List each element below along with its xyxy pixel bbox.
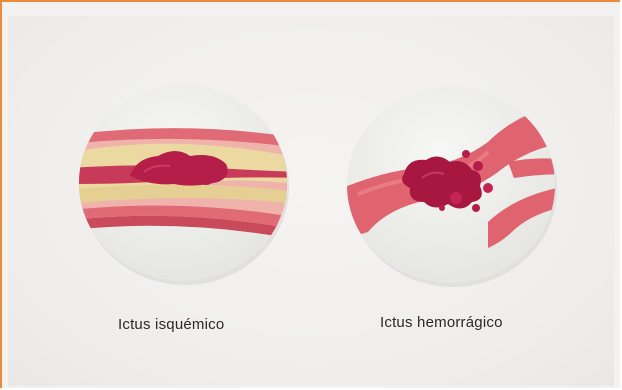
ischemic-stroke-illustration: [74, 80, 292, 286]
hemorrhagic-stroke-illustration: [338, 82, 564, 288]
caption-hemorrhagic-stroke: Ictus hemorrágico: [380, 314, 503, 331]
caption-ischemic-stroke: Ictus isquémico: [118, 316, 224, 333]
